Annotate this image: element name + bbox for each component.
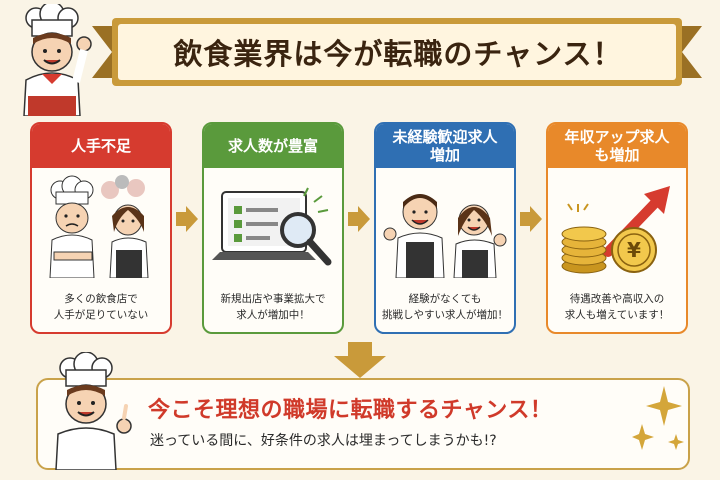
card-title: 求人数が豊富 — [204, 124, 342, 168]
call-to-action-title: 今こそ理想の職場に転職するチャンス！ — [148, 398, 553, 423]
chef-mascot-top — [23, 4, 92, 116]
sparkle-icon — [632, 386, 684, 450]
card-title: 未経験歓迎求人 増加 — [376, 124, 514, 168]
laptop-search-illustration — [212, 187, 332, 266]
card-description: 経験がなくても 挑戦しやすい求人が増加！ — [382, 293, 508, 321]
arrow-right-icon — [348, 206, 370, 232]
card-description: 待遇改善や高収入の 求人も増えています！ — [564, 293, 670, 321]
smiling-staff-illustration — [383, 194, 507, 278]
arrow-down-icon — [334, 342, 386, 378]
chef-mascot-bottom — [55, 352, 132, 470]
page-title: 飲食業界は今が転職のチャンス！ — [173, 37, 623, 71]
card-description: 多くの飲食店で 人手が足りていない — [53, 293, 149, 321]
call-to-action-subtitle: 迷っている間に、好条件の求人は埋まってしまうかも!? — [150, 433, 497, 449]
card-inexperienced-welcome: 未経験歓迎求人 増加 経験がなくても 挑戦しやすい求人が増加！ — [374, 122, 516, 334]
card-abundant-jobs: 求人数が豊富 新規出店や事業拡大で 求人が増加中！ — [202, 122, 344, 334]
title-banner — [92, 18, 702, 86]
card-title: 人手不足 — [32, 124, 170, 168]
yen-coins-rising-arrow-illustration: ¥ — [561, 186, 670, 274]
card-salary-increase: 年収アップ求人 も増加 ¥ 待遇改善や高収入の 求人も増えています！ — [546, 122, 688, 334]
svg-text:¥: ¥ — [627, 238, 641, 262]
worried-chef-and-waitress-illustration — [49, 175, 149, 278]
call-to-action-box — [36, 378, 690, 470]
card-description: 新規出店や事業拡大で 求人が増加中！ — [220, 293, 326, 321]
card-title: 年収アップ求人 も増加 — [548, 124, 686, 168]
arrow-right-icon — [176, 206, 198, 232]
card-labor-shortage: 人手不足 多くの飲食店で 人手が足りていない — [30, 122, 172, 334]
arrow-right-icon — [520, 206, 542, 232]
